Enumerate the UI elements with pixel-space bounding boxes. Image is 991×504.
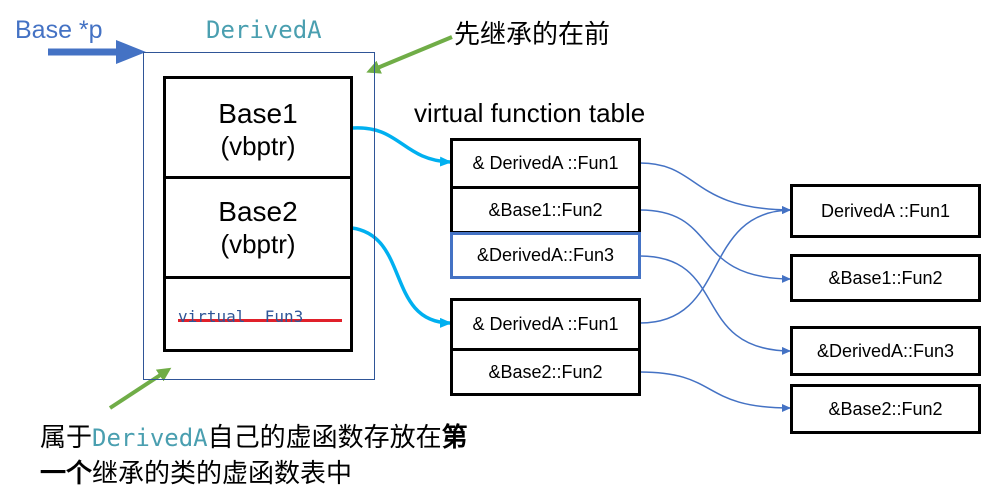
- link-t2-fun1: [639, 206, 791, 324]
- struck-virtual-fun3: virtual Fun3: [178, 307, 304, 326]
- base2-section: Base2 (vbptr): [166, 179, 350, 279]
- bottom-note-part3: 继承的类的虚函数表中: [92, 459, 353, 489]
- top-note-arrow: [366, 35, 453, 74]
- base2-vtable-link: [351, 226, 452, 328]
- base1-label: Base1: [218, 98, 298, 129]
- bottom-note-part2: 自己的虚函数存放在: [207, 423, 442, 453]
- vtable1-entry-2: &Base1::Fun2: [450, 186, 641, 234]
- base1-vtable-link: [351, 126, 452, 167]
- link-t1-fun1: [639, 162, 791, 214]
- bottom-note-part1: 属于: [40, 423, 93, 453]
- derived-object-frame: [143, 52, 375, 380]
- vtable2-entry-1: & DerivedA ::Fun1: [450, 298, 641, 351]
- function-base1-fun2: &Base1::Fun2: [790, 254, 981, 302]
- vtable1-entry-3: &DerivedA::Fun3: [450, 232, 641, 279]
- base2-label: Base2: [218, 196, 298, 227]
- base1-vbptr: (vbptr): [220, 131, 296, 161]
- vtable-title: virtual function table: [414, 98, 646, 128]
- bottom-note-bold2: 一个: [40, 459, 93, 489]
- vtable2-entry-2: &Base2::Fun2: [450, 348, 641, 396]
- bottom-note-arrow: [108, 367, 172, 410]
- top-note: 先继承的在前: [454, 20, 611, 50]
- bottom-note-bold1: 第: [441, 423, 468, 453]
- function-fun3: &DerivedA::Fun3: [790, 326, 981, 376]
- base2-vbptr: (vbptr): [220, 229, 296, 259]
- pointer-label: Base *p: [15, 16, 103, 44]
- function-base2-fun2: &Base2::Fun2: [790, 384, 981, 434]
- link-t1-fun3: [639, 255, 791, 355]
- link-t1-fun2: [639, 209, 791, 283]
- object-title: DerivedA: [206, 16, 322, 44]
- function-fun1: DerivedA ::Fun1: [790, 184, 981, 238]
- object-layout: Base1 (vbptr) Base2 (vbptr) virtual Fun3: [163, 76, 353, 352]
- bottom-note: 属于DerivedA自己的虚函数存放在第一个继承的类的虚函数表中: [40, 420, 560, 492]
- link-t2-fun2: [639, 371, 791, 412]
- base1-section: Base1 (vbptr): [166, 79, 350, 179]
- vtable1-entry-1: & DerivedA ::Fun1: [450, 138, 641, 189]
- pointer-arrow: [48, 40, 146, 64]
- strike-line: [178, 319, 342, 322]
- bottom-note-class: DerivedA: [92, 424, 208, 452]
- own-virtual-section: virtual Fun3: [166, 279, 350, 349]
